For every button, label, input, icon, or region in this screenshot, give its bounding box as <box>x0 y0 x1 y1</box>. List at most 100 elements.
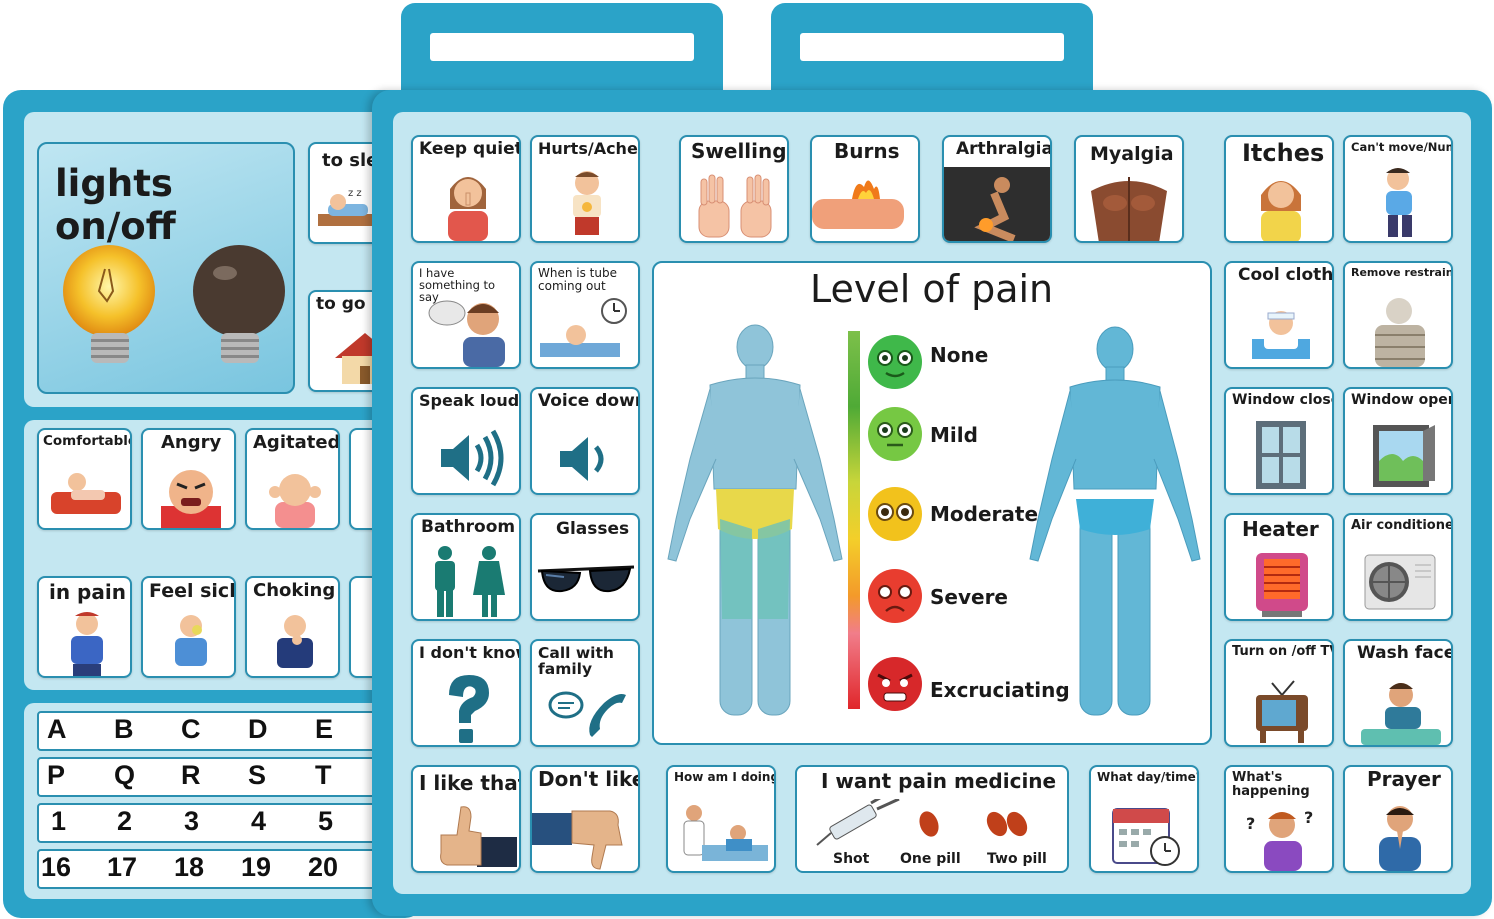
swollen-hands-icon <box>698 174 772 238</box>
alpha-row-2: P Q R S T <box>37 757 397 797</box>
alpha-cell[interactable]: S <box>248 760 267 790</box>
pain-medicine-title: I want pain medicine <box>821 769 1057 793</box>
card-remove-restraints[interactable]: Remove restraints <box>1343 261 1453 369</box>
card-dont-know[interactable]: I don't know <box>411 639 521 747</box>
two-pill-label: Two pill <box>987 851 1047 867</box>
alpha-cell[interactable]: A <box>47 714 67 744</box>
man-with-speech-bubble-icon <box>428 300 505 367</box>
card-voice-down[interactable]: Voice down <box>530 387 640 495</box>
card-cant-move[interactable]: Can't move/Numb <box>1343 135 1453 243</box>
alpha-cell[interactable]: 20 <box>308 852 339 882</box>
card-wash-face[interactable]: Wash face <box>1343 639 1453 747</box>
face-moderate-icon <box>868 487 922 541</box>
alpha-cell[interactable]: 5 <box>318 806 334 836</box>
card-myalgia[interactable]: Myalgia <box>1074 135 1184 243</box>
alpha-cell[interactable]: 18 <box>174 852 205 882</box>
card-tube-out[interactable]: When is tube coming out <box>530 261 640 369</box>
body-back-icon <box>1029 326 1201 716</box>
face-severe-icon <box>868 569 922 623</box>
card-prayer[interactable]: Prayer <box>1343 765 1453 873</box>
face-none-icon <box>868 335 922 389</box>
card-comfortable[interactable]: Comfortable <box>37 428 132 530</box>
alpha-cell[interactable]: 1 <box>51 806 67 836</box>
alpha-cell[interactable]: Q <box>114 760 136 790</box>
card-burns[interactable]: Burns <box>810 135 920 243</box>
praying-person-icon <box>1379 806 1421 871</box>
joint-pain-icon <box>944 167 1050 241</box>
air-conditioner-icon <box>1364 554 1436 610</box>
svg-text:?: ? <box>1246 814 1255 833</box>
thumbs-down-icon <box>532 810 623 870</box>
alpha-cell[interactable]: E <box>315 714 334 744</box>
card-keep-quiet[interactable]: Keep quiet <box>411 135 521 243</box>
relaxing-person-icon <box>51 473 121 514</box>
card-how-am-i[interactable]: How am I doing? <box>666 765 776 873</box>
card-feel-sick[interactable]: Feel sick <box>141 576 236 678</box>
card-itches[interactable]: Itches <box>1224 135 1334 243</box>
card-air-conditioner[interactable]: Air conditioner <box>1343 513 1453 621</box>
face-mild-icon <box>868 407 922 461</box>
pain-level-moderate: Moderate <box>930 502 1039 526</box>
card-arthralgia[interactable]: Arthralgia <box>942 135 1052 243</box>
person-in-pain-icon <box>71 612 103 676</box>
card-agitated[interactable]: Agitated <box>245 428 340 530</box>
alpha-cell[interactable]: 4 <box>251 806 267 836</box>
light-bulbs-icon <box>63 245 285 363</box>
speaker-loud-icon <box>441 429 504 487</box>
alpha-cell[interactable]: R <box>181 760 201 790</box>
card-window-open[interactable]: Window open <box>1343 387 1453 495</box>
numb-person-icon <box>1386 168 1412 237</box>
alpha-row-1: A B C D E <box>37 711 397 751</box>
two-pill-icon <box>986 811 1028 837</box>
closed-window-icon <box>1256 421 1306 489</box>
pain-medicine-card[interactable]: I want pain medicine Shot One pill Two p… <box>795 765 1069 873</box>
alpha-cell[interactable]: B <box>114 714 134 744</box>
card-swelling[interactable]: Swelling <box>679 135 789 243</box>
shush-girl-icon <box>448 177 488 241</box>
face-excruciating-icon <box>868 657 922 711</box>
angry-face-icon <box>161 470 221 528</box>
card-speak-loudly[interactable]: Speak loudly <box>411 387 521 495</box>
card-turn-tv[interactable]: Turn on /off TV <box>1224 639 1334 747</box>
card-in-pain[interactable]: in pain <box>37 576 132 678</box>
bandaged-person-icon <box>1375 298 1425 367</box>
washing-face-icon <box>1361 683 1441 745</box>
card-choking[interactable]: Choking <box>245 576 340 678</box>
card-dont-like[interactable]: Don't like <box>530 765 640 873</box>
card-what-day[interactable]: What day/time? <box>1089 765 1199 873</box>
card-window-close[interactable]: Window close <box>1224 387 1334 495</box>
question-mark-icon <box>449 675 489 743</box>
card-like-that[interactable]: I like that <box>411 765 521 873</box>
alpha-cell[interactable]: T <box>315 760 332 790</box>
alpha-cell[interactable]: P <box>47 760 66 790</box>
alpha-row-4: 16 17 18 19 20 <box>37 849 397 889</box>
card-whats-happening[interactable]: What's happening ?? <box>1224 765 1334 873</box>
alpha-cell[interactable]: 17 <box>107 852 138 882</box>
patient-clock-icon <box>540 298 627 357</box>
alpha-cell[interactable]: 2 <box>117 806 133 836</box>
alpha-cell[interactable]: 3 <box>184 806 200 836</box>
tv-icon <box>1256 680 1308 743</box>
alpha-cell[interactable]: 16 <box>41 852 72 882</box>
card-call-family[interactable]: Call with family <box>530 639 640 747</box>
pain-level-excruciating: Excruciating <box>930 678 1070 702</box>
sick-person-icon <box>175 615 207 666</box>
alpha-cell[interactable]: D <box>248 714 268 744</box>
lights-card[interactable]: lights on/off <box>37 142 295 394</box>
card-angry[interactable]: Angry <box>141 428 236 530</box>
card-heater[interactable]: Heater <box>1224 513 1334 621</box>
one-pill-label: One pill <box>900 851 961 867</box>
handle-slot-right[interactable] <box>800 33 1064 61</box>
card-have-something[interactable]: I have something to say <box>411 261 521 369</box>
card-glasses[interactable]: Glasses <box>530 513 640 621</box>
handle-slot-left[interactable] <box>430 33 694 61</box>
card-bathroom[interactable]: Bathroom <box>411 513 521 621</box>
heater-icon <box>1256 553 1308 617</box>
card-hurts-aches[interactable]: Hurts/Aches <box>530 135 640 243</box>
card-cool-cloth[interactable]: Cool cloth <box>1224 261 1334 369</box>
alpha-cell[interactable]: C <box>181 714 201 744</box>
pain-scale-title: Level of pain <box>810 267 1054 311</box>
alpha-cell[interactable]: 19 <box>241 852 272 882</box>
choking-person-icon <box>277 615 313 668</box>
itchy-girl-icon <box>1261 181 1301 241</box>
